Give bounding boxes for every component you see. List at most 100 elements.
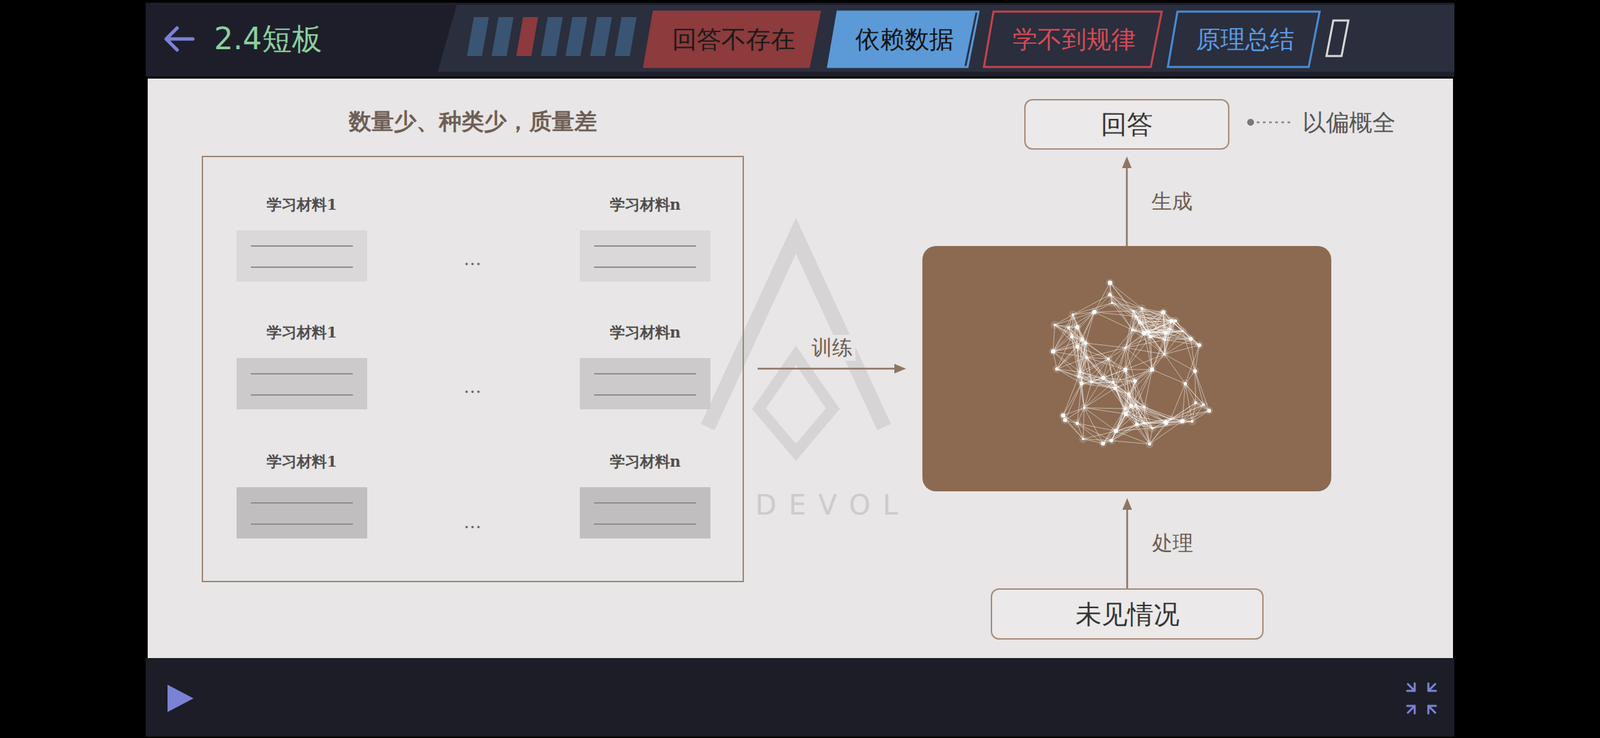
network-dot	[1126, 392, 1131, 396]
network-dot	[1123, 367, 1128, 372]
network-glow	[1161, 335, 1170, 344]
material-item: 学习材料n	[579, 192, 711, 282]
network-link	[1175, 320, 1200, 346]
material-item: 学习材料1	[236, 449, 368, 539]
network-dot	[1135, 404, 1138, 407]
network-dot	[1070, 335, 1074, 339]
network-dot	[1163, 338, 1167, 342]
connector-line	[1126, 166, 1129, 247]
network-dot	[1050, 349, 1056, 355]
edge-label: 生成	[1148, 188, 1196, 215]
connector-arrow	[757, 364, 906, 375]
network-dot	[1151, 427, 1155, 431]
network-dot	[1075, 345, 1080, 350]
watermark: DEVOL	[755, 488, 911, 522]
network-glow	[1076, 367, 1085, 377]
network-link	[1125, 414, 1153, 429]
network-glow	[1068, 310, 1077, 319]
tab-button: 回答不存在	[642, 10, 822, 69]
network-glow	[1195, 341, 1204, 350]
network-link	[1124, 369, 1126, 409]
arrow-head	[894, 364, 906, 375]
network-dot	[1161, 310, 1166, 316]
network-dot	[1181, 330, 1185, 333]
network-glow	[1145, 440, 1154, 449]
network-glow	[1050, 321, 1060, 330]
material-item: 学习材料1	[236, 192, 368, 282]
network-glow	[1104, 354, 1113, 364]
tab-button: 原理总结	[1166, 10, 1322, 69]
network-dot	[1134, 315, 1138, 319]
tab-outline	[1167, 11, 1320, 68]
network-link	[1141, 308, 1171, 330]
network-glow	[1111, 427, 1120, 436]
network-link	[1063, 415, 1084, 439]
text-line	[594, 245, 697, 247]
network-dot	[1137, 320, 1142, 325]
tab-progress-rest	[964, 12, 978, 67]
network-dots	[1048, 278, 1213, 449]
network-glow	[1121, 343, 1130, 353]
tab-label: 依赖数据	[852, 24, 954, 55]
network-dot	[1189, 337, 1194, 342]
model-box	[922, 246, 1332, 492]
network-link	[1083, 438, 1112, 441]
network-glow	[1098, 374, 1108, 383]
progress-stripes	[467, 17, 637, 57]
network-link	[1184, 345, 1200, 384]
network-dot	[1148, 443, 1152, 447]
network-dot	[1081, 438, 1085, 442]
network-dot	[1083, 406, 1086, 410]
connector-arrow	[1122, 156, 1132, 247]
slide	[147, 78, 1453, 659]
process-box: 未见情况	[990, 588, 1264, 640]
network-glow	[1124, 390, 1133, 399]
text-line	[250, 245, 353, 247]
network-dot	[1100, 376, 1105, 381]
material-card	[236, 358, 368, 410]
network-dot	[1113, 387, 1117, 391]
box-text: 未见情况	[1075, 598, 1180, 632]
network-link	[1115, 388, 1138, 425]
network-link	[1108, 330, 1133, 359]
edge-label: 训练	[808, 335, 856, 362]
network-glow	[1199, 400, 1208, 409]
network-link	[1065, 383, 1082, 421]
network-link	[1111, 424, 1138, 442]
network-glow	[1167, 317, 1176, 326]
text-line	[594, 523, 697, 526]
network-glow	[1130, 377, 1140, 386]
material-card	[236, 230, 368, 282]
material-card	[236, 487, 368, 539]
network-glow	[1132, 420, 1142, 429]
network-dot	[1130, 328, 1134, 332]
ellipsis: …	[463, 376, 482, 398]
network-link	[1135, 354, 1165, 382]
network-link	[1084, 408, 1126, 409]
text-line	[250, 373, 353, 375]
text-line	[594, 394, 697, 396]
network-link	[1125, 348, 1136, 382]
leader-line	[1247, 118, 1294, 126]
network-link	[1084, 408, 1127, 415]
network-dot	[1066, 326, 1071, 331]
network-link	[1082, 312, 1095, 340]
network-link	[1111, 441, 1151, 445]
network-glow	[1121, 404, 1130, 413]
network-dot	[1111, 301, 1114, 305]
text-line	[250, 502, 353, 504]
bottom-bar	[145, 658, 1455, 738]
network-dot	[1197, 343, 1202, 348]
network-glow	[1061, 416, 1070, 425]
network-dot	[1078, 370, 1082, 374]
network-link	[1076, 423, 1112, 442]
network-dot	[1169, 417, 1172, 421]
material-item: 学习材料1	[236, 320, 368, 410]
network-glow	[1191, 367, 1200, 376]
network-glow	[1077, 379, 1086, 388]
network-dot	[1150, 367, 1155, 372]
network-link	[1076, 423, 1103, 445]
group-heading: 数量少、种类少，质量差	[201, 102, 744, 141]
network-dot	[1055, 367, 1059, 372]
